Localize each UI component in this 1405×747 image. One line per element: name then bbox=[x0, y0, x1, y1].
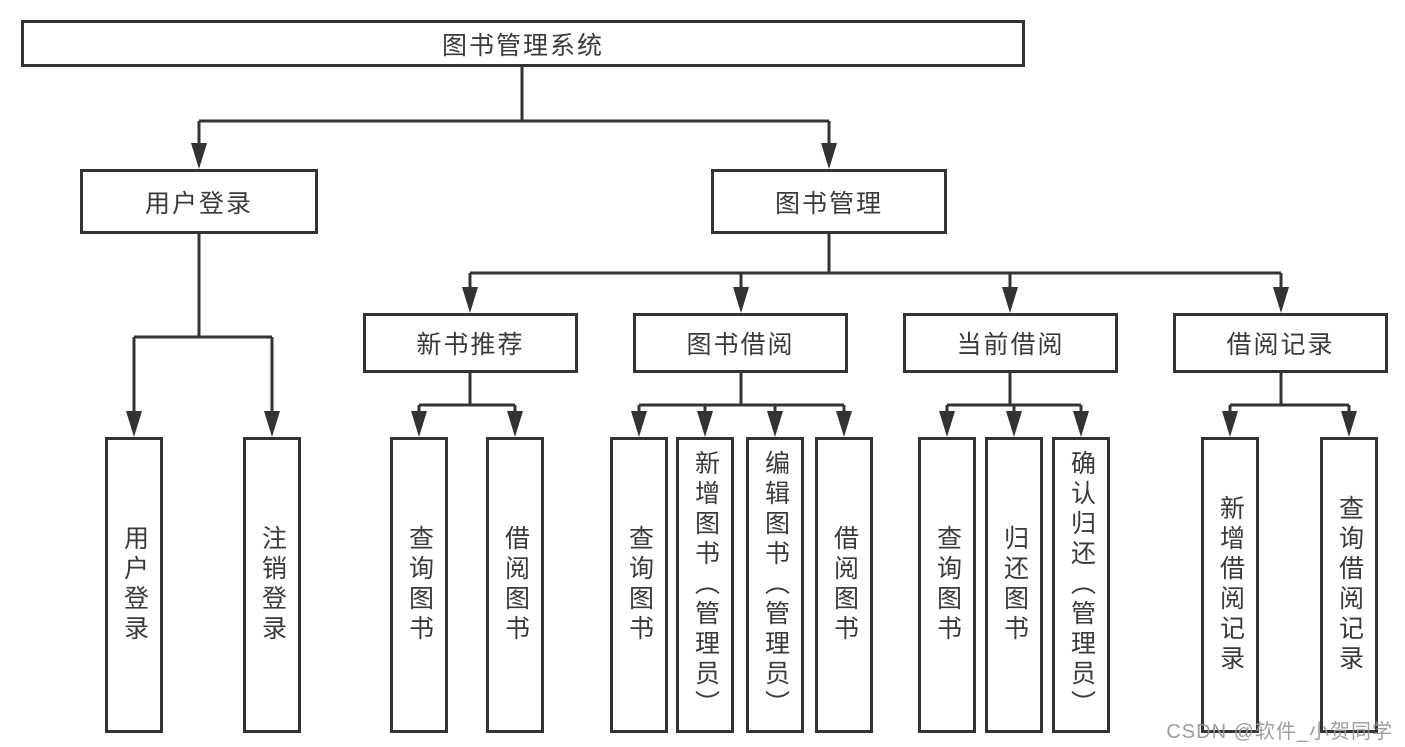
leaf-newbook-borrow-books: 借阅图书 bbox=[486, 437, 544, 733]
node-borrow-records: 借阅记录 bbox=[1173, 313, 1388, 373]
arrowhead-icon bbox=[191, 143, 207, 169]
arrowhead-icon bbox=[411, 411, 427, 437]
node-book-management: 图书管理 bbox=[711, 169, 947, 234]
leaf-borrow-query-books-label: 查询图书 bbox=[625, 525, 654, 645]
arrowhead-icon bbox=[733, 287, 749, 313]
node-new-book-recommend: 新书推荐 bbox=[363, 313, 578, 373]
leaf-borrow-edit-books-admin: 编辑图书（管理员） bbox=[746, 437, 804, 733]
arrowhead-icon bbox=[1002, 287, 1018, 313]
connector-path bbox=[132, 66, 1351, 416]
leaf-records-query-record: 查询借阅记录 bbox=[1320, 437, 1378, 733]
leaf-newbook-query-books-label: 查询图书 bbox=[405, 525, 434, 645]
node-new-book-recommend-label: 新书推荐 bbox=[416, 331, 525, 359]
arrowhead-icon bbox=[836, 411, 852, 437]
arrowhead-icon bbox=[1273, 287, 1289, 313]
leaf-logout-label: 注销登录 bbox=[258, 525, 287, 645]
leaf-records-query-record-label: 查询借阅记录 bbox=[1335, 495, 1364, 675]
leaf-current-return-books-label: 归还图书 bbox=[1000, 525, 1029, 645]
node-borrow-records-label: 借阅记录 bbox=[1226, 331, 1335, 359]
node-book-borrow: 图书借阅 bbox=[633, 313, 848, 373]
leaf-borrow-borrow-books-label: 借阅图书 bbox=[830, 525, 859, 645]
leaf-newbook-query-books: 查询图书 bbox=[390, 437, 448, 733]
arrowheads bbox=[126, 143, 1357, 437]
leaf-borrow-add-books-admin: 新增图书（管理员） bbox=[676, 437, 734, 733]
arrowhead-icon bbox=[507, 411, 523, 437]
arrowhead-icon bbox=[631, 411, 647, 437]
watermark: CSDN @软件_小贺同学 bbox=[1166, 721, 1393, 743]
arrowhead-icon bbox=[462, 287, 478, 313]
arrowhead-icon bbox=[1073, 411, 1089, 437]
leaf-user-login-label: 用户登录 bbox=[120, 525, 149, 645]
node-book-management-label: 图书管理 bbox=[774, 189, 883, 218]
leaf-borrow-query-books: 查询图书 bbox=[610, 437, 668, 733]
arrowhead-icon bbox=[1341, 411, 1357, 437]
leaf-current-return-books: 归还图书 bbox=[985, 437, 1043, 733]
arrowhead-icon bbox=[126, 411, 142, 437]
leaf-newbook-borrow-books-label: 借阅图书 bbox=[501, 525, 530, 645]
arrowhead-icon bbox=[264, 411, 280, 437]
arrowhead-icon bbox=[1222, 411, 1238, 437]
leaf-user-login: 用户登录 bbox=[105, 437, 163, 733]
leaf-current-query-books: 查询图书 bbox=[918, 437, 976, 733]
leaf-records-add-record-label: 新增借阅记录 bbox=[1216, 495, 1245, 675]
node-book-borrow-label: 图书借阅 bbox=[686, 331, 795, 359]
leaf-current-confirm-return-admin: 确认归还（管理员） bbox=[1052, 437, 1110, 733]
node-current-borrow-label: 当前借阅 bbox=[956, 331, 1065, 359]
leaf-borrow-edit-books-admin-label: 编辑图书（管理员） bbox=[761, 450, 790, 720]
arrowhead-icon bbox=[697, 411, 713, 437]
node-user-login-label: 用户登录 bbox=[144, 189, 253, 218]
leaf-records-add-record: 新增借阅记录 bbox=[1201, 437, 1259, 733]
leaf-borrow-add-books-admin-label: 新增图书（管理员） bbox=[691, 450, 720, 720]
node-library-system: 图书管理系统 bbox=[21, 20, 1025, 67]
leaf-logout: 注销登录 bbox=[243, 437, 301, 733]
node-library-system-label: 图书管理系统 bbox=[441, 31, 604, 60]
arrowhead-icon bbox=[939, 411, 955, 437]
arrowhead-icon bbox=[1006, 411, 1022, 437]
node-current-borrow: 当前借阅 bbox=[903, 313, 1118, 373]
leaf-borrow-borrow-books: 借阅图书 bbox=[815, 437, 873, 733]
arrowhead-icon bbox=[821, 143, 837, 169]
leaf-current-query-books-label: 查询图书 bbox=[933, 525, 962, 645]
leaf-current-confirm-return-admin-label: 确认归还（管理员） bbox=[1067, 450, 1096, 720]
node-user-login: 用户登录 bbox=[80, 169, 318, 234]
arrowhead-icon bbox=[767, 411, 783, 437]
